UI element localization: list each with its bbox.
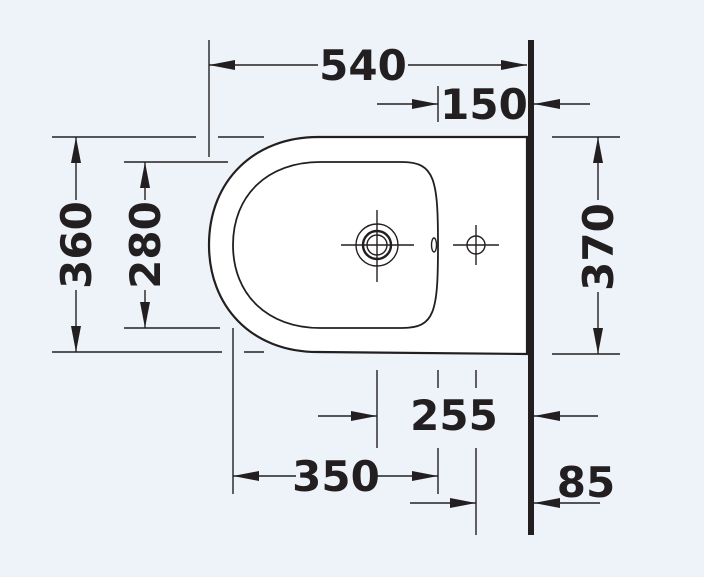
dimension-350: 350 (232, 328, 439, 501)
dimension-540: 540 (208, 40, 527, 157)
dimension-label-350: 350 (292, 452, 380, 501)
drain-hole-icon (341, 210, 414, 282)
bowl-inner-outline (232, 161, 439, 329)
dimension-85: 85 (410, 370, 615, 535)
overflow-slot (430, 237, 438, 253)
dimension-label-540: 540 (319, 41, 407, 90)
dimension-255: 255 (318, 370, 598, 448)
tap-hole-icon (453, 225, 499, 265)
dimension-150: 150 (377, 80, 590, 129)
dimension-360: 360 (52, 136, 264, 353)
dimension-label-85: 85 (557, 458, 615, 507)
dimension-label-360: 360 (52, 201, 101, 289)
dimension-label-255: 255 (410, 391, 498, 440)
dimension-label-280: 280 (121, 201, 170, 289)
dimension-280: 280 (121, 161, 228, 329)
dimension-label-150: 150 (440, 80, 528, 129)
dimension-label-370: 370 (574, 203, 623, 291)
dimension-370: 370 (552, 136, 623, 355)
